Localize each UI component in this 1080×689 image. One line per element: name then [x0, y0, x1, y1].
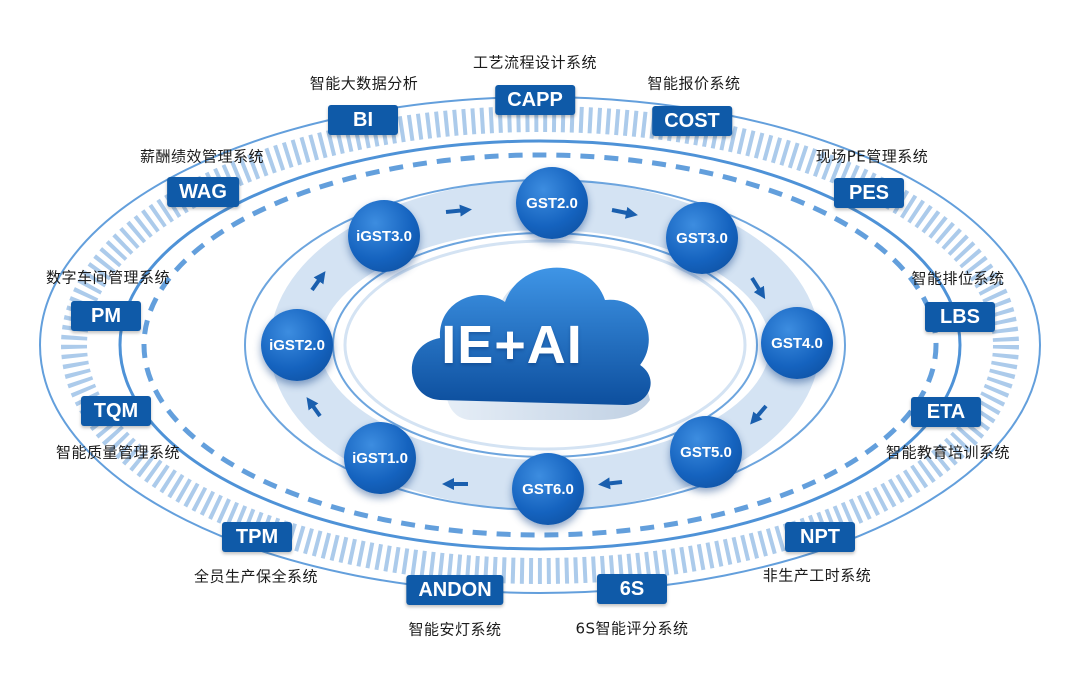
flow-arrows: [306, 204, 768, 490]
system-name-6s: 6S智能评分系统: [575, 619, 689, 638]
system-name-wag: 薪酬绩效管理系统: [139, 147, 265, 166]
system-badge-lbs: LBS: [925, 302, 995, 332]
system-badge-andon: ANDON: [406, 575, 504, 605]
flow-arrow-icon: [306, 397, 322, 418]
system-name-bi: 智能大数据分析: [309, 74, 419, 93]
system-badge-cost: COST: [652, 106, 732, 136]
flow-arrow-icon: [750, 276, 766, 300]
flow-arrow-icon: [310, 271, 326, 292]
system-badge-eta: ETA: [911, 397, 981, 427]
system-name-lbs: 智能排位系统: [911, 269, 1005, 288]
system-name-tpm: 全员生产保全系统: [193, 567, 319, 586]
system-name-tqm: 智能质量管理系统: [55, 443, 181, 462]
node-gst2: GST2.0: [516, 167, 588, 239]
core-label: IE+AI: [441, 315, 583, 375]
system-badge-6s: 6S: [597, 574, 667, 604]
system-badge-capp: CAPP: [495, 85, 575, 115]
system-name-capp: 工艺流程设计系统: [472, 53, 598, 72]
system-name-pes: 现场PE管理系统: [815, 147, 929, 166]
system-badge-tqm: TQM: [81, 396, 151, 426]
node-gst4: GST4.0: [761, 307, 833, 379]
node-gst6: GST6.0: [512, 453, 584, 525]
node-gst3: GST3.0: [666, 202, 738, 274]
system-badge-npt: NPT: [785, 522, 855, 552]
node-igst1: iGST1.0: [344, 422, 416, 494]
system-badge-tpm: TPM: [222, 522, 292, 552]
flow-arrow-icon: [750, 404, 768, 425]
system-name-pm: 数字车间管理系统: [45, 268, 171, 287]
flow-arrow-icon: [611, 206, 638, 219]
node-igst2: iGST2.0: [261, 309, 333, 381]
node-igst3: iGST3.0: [348, 200, 420, 272]
system-name-cost: 智能报价系统: [647, 74, 741, 93]
system-badge-pes: PES: [834, 178, 904, 208]
flow-arrow-icon: [445, 204, 472, 217]
system-name-npt: 非生产工时系统: [762, 566, 872, 585]
system-name-andon: 智能安灯系统: [408, 620, 502, 639]
system-badge-pm: PM: [71, 301, 141, 331]
node-gst5: GST5.0: [670, 416, 742, 488]
system-badge-bi: BI: [328, 105, 398, 135]
flow-arrow-icon: [598, 477, 623, 490]
system-badge-wag: WAG: [167, 177, 239, 207]
system-name-eta: 智能教育培训系统: [885, 443, 1011, 462]
cloud-core-icon: [411, 267, 651, 405]
